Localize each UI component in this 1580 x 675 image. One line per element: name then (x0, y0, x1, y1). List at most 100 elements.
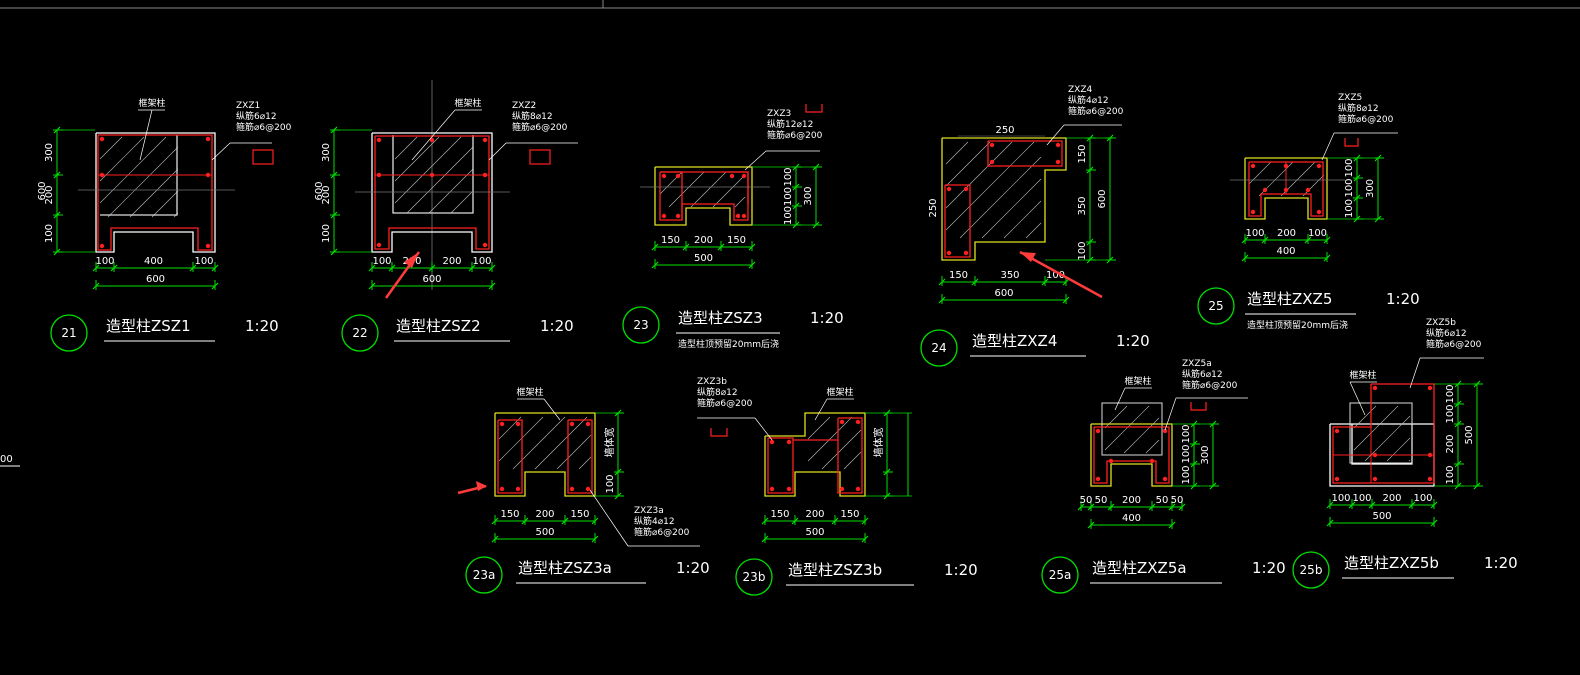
dimension-text: 50 (1171, 495, 1184, 506)
dimension-chain-h: 400 (1241, 246, 1331, 262)
rebar-dot (741, 173, 747, 179)
rebar-dot (1372, 452, 1378, 458)
dimension-text: 200 (442, 256, 461, 267)
line (861, 535, 869, 543)
dimension-text: 100 (1181, 444, 1192, 463)
column-outline (764, 412, 866, 497)
dimension-text: 150 (570, 509, 589, 520)
frame-column (100, 135, 178, 216)
line (589, 489, 629, 547)
callout-bars: 纵筋8⌀12 (1338, 102, 1379, 114)
callout-stirrup: 箍筋⌀6@200 (767, 129, 823, 141)
line (53, 171, 61, 179)
stirrup-outline (944, 184, 971, 258)
rebar-dot (963, 186, 969, 192)
line (1353, 174, 1361, 182)
dimension-text: 100 (1245, 228, 1264, 239)
line (1168, 521, 1176, 529)
detail-title-text: 造型柱ZSZ3a (518, 559, 612, 577)
stirrup-outline (97, 134, 213, 251)
dimension-text: 100 (472, 256, 491, 267)
stirrup-outline (1093, 426, 1170, 484)
line (488, 264, 496, 272)
rebar-dot (769, 439, 775, 445)
rebar-dot (1372, 385, 1378, 391)
line (411, 109, 456, 161)
line (368, 264, 376, 272)
stirrup-outline (837, 417, 863, 494)
line (807, 416, 853, 462)
dimension-chain-h: 600 (92, 274, 219, 290)
arrow-24 (1019, 250, 1103, 299)
column-outline (1090, 423, 1173, 487)
rebar-dot (839, 486, 845, 492)
edge-fragment: 00 (0, 454, 13, 465)
stirrup-outline (497, 419, 523, 494)
rebar-dot (786, 439, 792, 445)
dimension-text: 墙体宽 (872, 428, 885, 458)
line (831, 517, 839, 525)
detail-scale: 1:20 (1252, 559, 1286, 577)
detail-number-bubble (1197, 287, 1235, 325)
stirrup-icon (529, 149, 551, 165)
dimension-chain-h: 600 (938, 288, 1070, 304)
column-outline (941, 137, 1067, 261)
line (1454, 420, 1462, 428)
line (754, 417, 773, 441)
rebar-dot (569, 486, 575, 492)
dimension-text: 200 (321, 185, 332, 204)
rebar-dot (515, 421, 521, 427)
dimension-text: 600 (994, 288, 1013, 299)
dimension-text: 100 (1308, 228, 1327, 239)
line (821, 429, 862, 470)
detail-number-bubble (735, 558, 773, 596)
dimension-text: 150 (949, 270, 968, 281)
ref-label: 框架柱 (1124, 375, 1151, 387)
line (591, 517, 599, 525)
line (110, 264, 118, 272)
detail-number-bubble (1041, 556, 1079, 594)
line (1409, 357, 1421, 389)
dimension-text: 250 (928, 198, 939, 217)
dimension-chain-v: 300 (803, 163, 822, 229)
dimension-chain-v: 500 (1464, 380, 1483, 490)
detail-scale: 1:20 (245, 317, 279, 335)
rebar-dot (1095, 428, 1101, 434)
rebar-dot (1250, 163, 1256, 169)
concrete-hatch (807, 416, 862, 470)
line (1430, 519, 1438, 527)
rebar-dot (741, 213, 747, 219)
column-outline (95, 132, 216, 253)
line (682, 243, 690, 251)
line (807, 416, 831, 440)
callout-tag: ZXZ5a (1182, 359, 1212, 369)
line (1454, 460, 1462, 468)
dimension-text: 100 (1344, 178, 1355, 197)
concrete-hatch (498, 416, 592, 470)
ref-label: 框架柱 (826, 386, 853, 398)
stirrup-outline (659, 171, 749, 221)
line (1323, 236, 1331, 244)
dimension-text: 150 (500, 509, 519, 520)
ref-label: 框架柱 (1349, 369, 1376, 381)
stirrup-outline (1332, 383, 1435, 484)
rebar-dot (482, 172, 488, 178)
rebar-dot (1316, 209, 1322, 215)
line (99, 136, 123, 160)
dimension-chain-v: 600 (1097, 134, 1116, 264)
stirrup-outline (987, 140, 1063, 167)
callout-bars: 纵筋12⌀12 (767, 118, 813, 130)
dimension-text: 600 (422, 274, 441, 285)
